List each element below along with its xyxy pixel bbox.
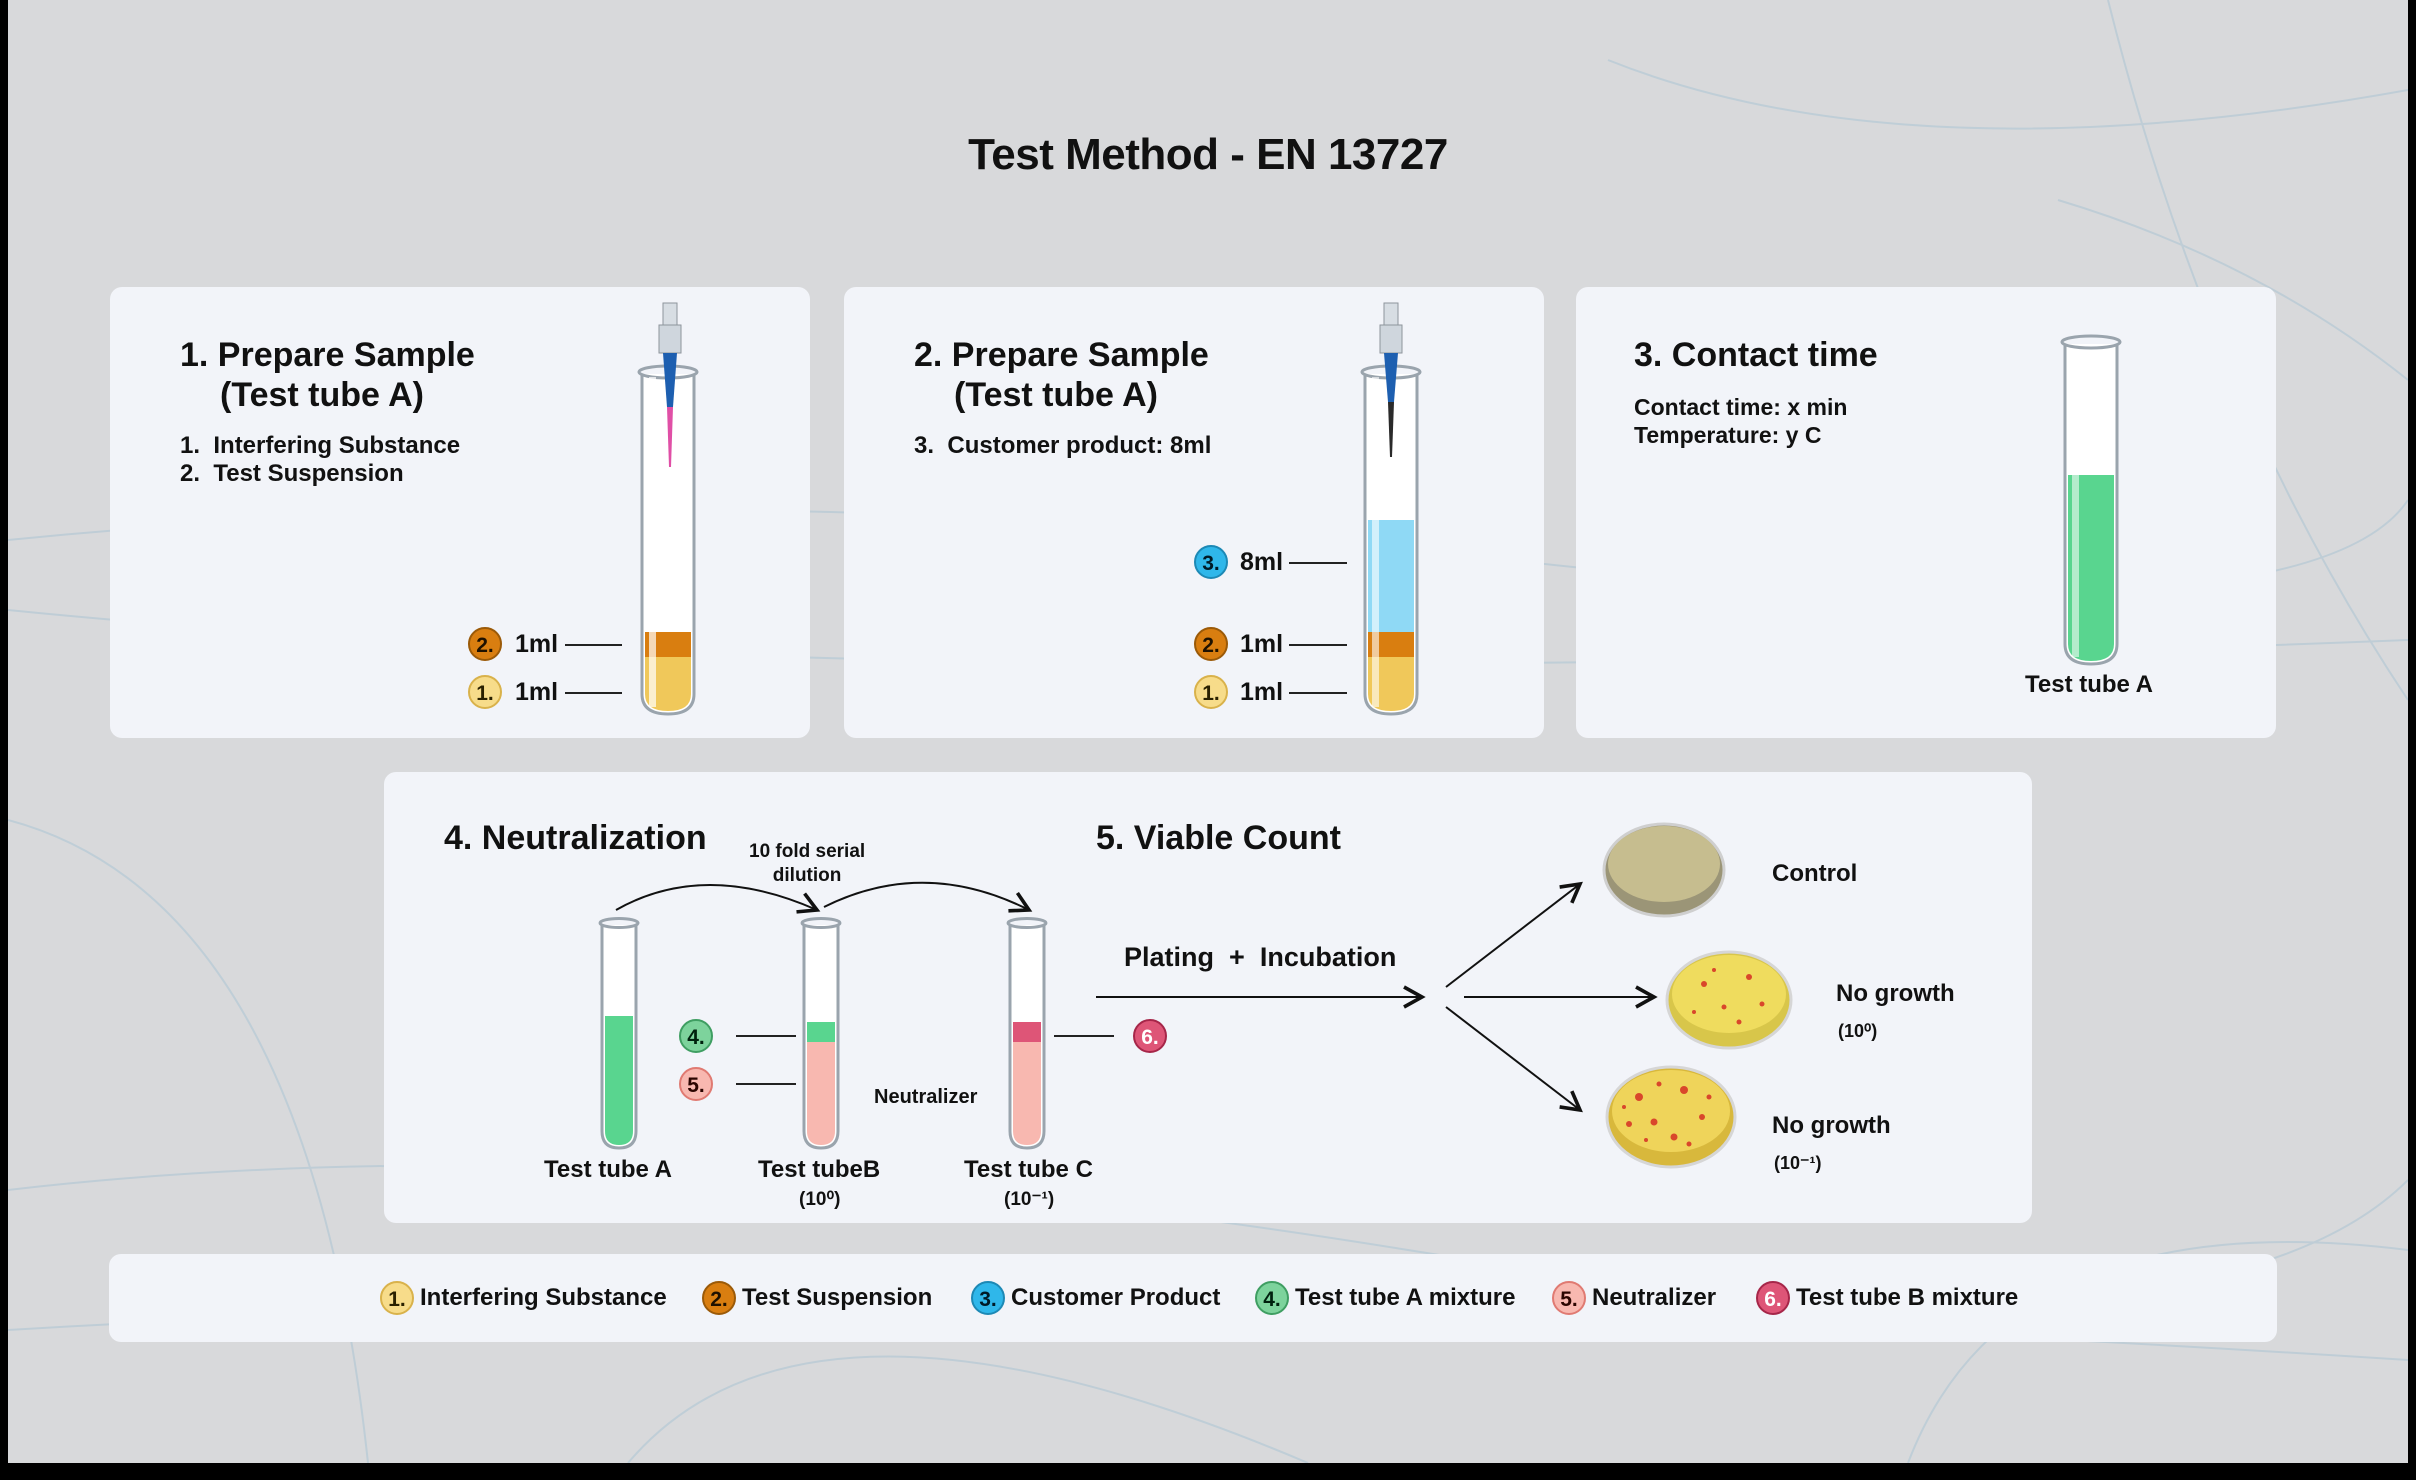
incubation-text: Incubation <box>1259 942 1397 972</box>
legend-badge: 6. <box>1756 1281 1790 1315</box>
legend-item: 2. Test Suspension <box>702 1254 932 1342</box>
legend-badge: 4. <box>1255 1281 1289 1315</box>
list-item: 1. Interfering Substance <box>180 432 461 459</box>
neutralizer-label: Neutralizer <box>874 1086 978 1108</box>
legend-label: Interfering Substance <box>420 1284 667 1311</box>
card3-illustration <box>2060 334 2122 666</box>
list-item: 3. Customer product: 8ml <box>914 432 1212 459</box>
test-tube-icon <box>2060 334 2122 666</box>
card-contact-time: 3. Contact time Contact time: x min Temp… <box>1576 287 2276 738</box>
pipette-icon <box>658 302 682 467</box>
badge-4: 4. <box>679 1019 713 1053</box>
contact-time-line: Contact time: x min <box>1634 394 1848 420</box>
legend-badge: 2. <box>702 1281 736 1315</box>
page-title: Test Method - EN 13727 <box>968 130 1448 179</box>
card1-title-line2: (Test tube A) <box>220 376 424 414</box>
legend-item: 3. Customer Product <box>971 1254 1220 1342</box>
badge-1: 1. <box>1194 675 1228 709</box>
card-neutralization-viable-count: 4. Neutralization 5. Viable Count 10 fol… <box>384 772 2032 1223</box>
card2-title-line2: (Test tube A) <box>954 376 1158 414</box>
plate-label: No growth <box>1772 1112 1891 1139</box>
legend-label: Test tube A mixture <box>1295 1284 1516 1311</box>
pipette-icon <box>1379 302 1403 457</box>
list-item-text: Test Suspension <box>213 460 404 487</box>
branch-arrow <box>1445 881 1583 988</box>
plating-text: Plating <box>1124 942 1215 972</box>
branch-arrow <box>1445 1006 1583 1113</box>
plus-sign: + <box>1229 942 1245 972</box>
tube-label: Test tube A <box>2025 671 2154 698</box>
test-tube-icon <box>1006 917 1048 1150</box>
diagram-canvas: Test Method - EN 13727 1. Prepare Sample… <box>8 0 2408 1463</box>
legend-item: 6. Test tube B mixture <box>1756 1254 2018 1342</box>
list-item: 2. Test Suspension <box>180 460 404 487</box>
badge-5: 5. <box>679 1067 713 1101</box>
dilution-arrow <box>823 881 1033 913</box>
badge-2: 2. <box>1194 627 1228 661</box>
tube-sublabel: (10⁰) <box>799 1189 841 1210</box>
temperature-line: Temperature: y C <box>1634 422 1822 448</box>
card2-list: 3. Customer product: 8ml <box>914 432 1211 460</box>
test-tube-icon <box>800 917 842 1150</box>
petri-dish-growth-icon <box>1605 1065 1737 1169</box>
card4-illustration <box>598 822 1793 1169</box>
level-label: 8ml <box>1240 548 1284 576</box>
level-label: 1ml <box>515 678 559 706</box>
test-tube-icon <box>1360 364 1422 716</box>
badge-6: 6. <box>1133 1019 1167 1053</box>
dilution-label-line1: 10 fold serial <box>749 841 866 862</box>
tube-label: Test tubeB <box>758 1156 881 1183</box>
plate-label: Control <box>1772 860 1858 887</box>
badge-3: 3. <box>1194 545 1228 579</box>
card2-title: 2. Prepare Sample (Test tube A) <box>914 335 1209 415</box>
legend-badge: 3. <box>971 1281 1005 1315</box>
plate-label: No growth <box>1836 980 1955 1007</box>
neutralization-title: 4. Neutralization <box>444 819 707 857</box>
test-tube-icon <box>598 917 640 1150</box>
viable-count-title: 5. Viable Count <box>1096 819 1341 857</box>
plate-sublabel: (10⁻¹) <box>1774 1153 1822 1173</box>
legend-label: Test tube B mixture <box>1796 1284 2019 1311</box>
card3-title: 3. Contact time <box>1634 336 1878 374</box>
card1-list: 1. Interfering Substance 2. Test Suspens… <box>180 432 460 488</box>
legend-badge: 1. <box>380 1281 414 1315</box>
card1-title: 1. Prepare Sample (Test tube A) <box>180 335 475 415</box>
plate-sublabel: (10⁰) <box>1838 1021 1878 1041</box>
legend-label: Customer Product <box>1011 1284 1221 1311</box>
list-item-text: Customer product: 8ml <box>947 432 1212 459</box>
level-label: 1ml <box>1240 678 1284 706</box>
test-tube-icon <box>637 364 699 716</box>
level-label: 1ml <box>515 630 559 658</box>
card1-illustration <box>565 302 699 716</box>
badge-2: 2. <box>468 627 502 661</box>
petri-dish-control-icon <box>1602 822 1726 918</box>
badge-1: 1. <box>468 675 502 709</box>
tube-label: Test tube A <box>544 1156 673 1183</box>
card-prepare-sample-1: 1. Prepare Sample (Test tube A) 1. Inter… <box>110 287 810 738</box>
legend-label: Test Suspension <box>742 1284 933 1311</box>
tube-label: Test tube C <box>964 1156 1093 1183</box>
tube-sublabel: (10⁻¹) <box>1004 1189 1055 1210</box>
list-item-text: Interfering Substance <box>213 432 461 459</box>
level-label: 1ml <box>1240 630 1284 658</box>
legend: 1. Interfering Substance 2. Test Suspens… <box>109 1254 2277 1342</box>
legend-item: 5. Neutralizer <box>1552 1254 1716 1342</box>
legend-badge: 5. <box>1552 1281 1586 1315</box>
card-prepare-sample-2: 2. Prepare Sample (Test tube A) 3. Custo… <box>844 287 1544 738</box>
card1-title-line1: 1. Prepare Sample <box>180 336 475 374</box>
legend-item: 1. Interfering Substance <box>380 1254 667 1342</box>
plating-label: Plating + Incubation <box>1124 942 1396 973</box>
dilution-label: 10 fold serial dilution <box>749 840 865 888</box>
dilution-label-line2: dilution <box>772 865 842 886</box>
legend-label: Neutralizer <box>1592 1284 1717 1311</box>
legend-item: 4. Test tube A mixture <box>1255 1254 1515 1342</box>
petri-dish-growth-icon <box>1665 950 1793 1050</box>
dilution-arrow <box>615 884 821 914</box>
card2-illustration <box>1289 302 1422 716</box>
card2-title-line1: 2. Prepare Sample <box>914 336 1209 374</box>
